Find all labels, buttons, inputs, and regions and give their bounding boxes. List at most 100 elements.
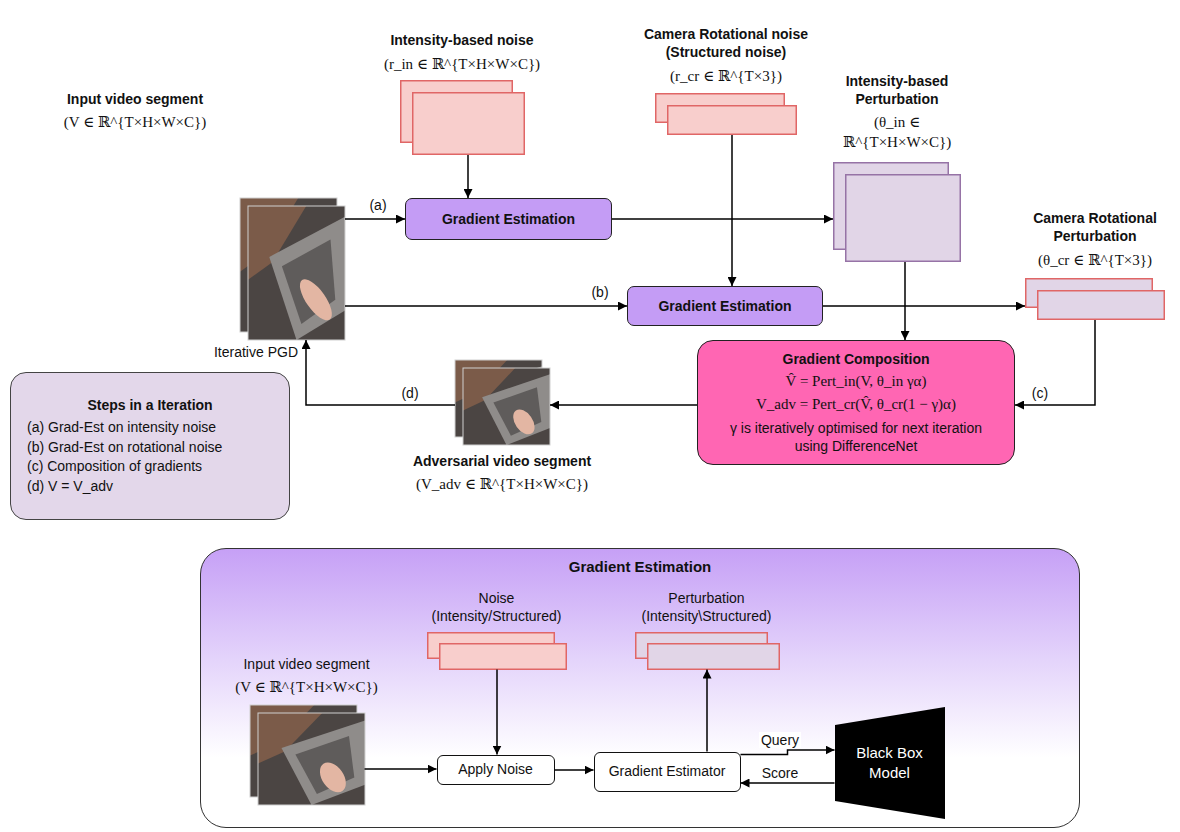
video-segment: Adversarial video segment(V_adv ∈ ℝ^{T×H… — [455, 360, 550, 445]
connector-arrow — [904, 262, 906, 340]
video-frames-picture — [455, 360, 550, 445]
sink-region — [281, 720, 365, 805]
heading-text: Camera Rotational noise (Structured nois… — [631, 25, 821, 61]
frame-background — [248, 206, 345, 340]
connector-arrow — [612, 218, 833, 220]
formula-text: (V ∈ ℝ^{T×H×W×C}) — [207, 678, 407, 698]
step-item: (a) Grad-Est on intensity noise — [27, 418, 273, 438]
formula-text: V̂ = Pert_in(V, θ_in γα) — [786, 372, 927, 392]
connector-arrow — [496, 670, 498, 755]
process-box: Gradient Estimator — [594, 752, 741, 792]
connector-arrow — [365, 768, 437, 770]
stack-sheet — [439, 643, 566, 669]
heading-text: Intensity-based Perturbation — [822, 72, 972, 108]
video-frames-picture — [250, 705, 365, 805]
frame-edge — [248, 206, 345, 340]
frame-edge — [258, 713, 365, 805]
perturbation-stack: Intensity-based Perturbation(θ_in ∈ ℝ^{T… — [833, 162, 961, 262]
caption-block: Perturbation (Intensity\Structured) — [622, 589, 792, 625]
hand — [314, 757, 351, 796]
composition-box: Gradient Composition V̂ = Pert_in(V, θ_in… — [697, 340, 1015, 465]
label-text: Apply Noise — [458, 760, 533, 778]
connector-arrow — [823, 305, 1025, 307]
loop-label: Iterative PGD — [214, 344, 298, 360]
caption-block: Input video segment (V ∈ ℝ^{T×H×W×C}) — [207, 655, 407, 698]
stack-shape — [655, 93, 797, 135]
formula-text: (V_adv ∈ ℝ^{T×H×W×C}) — [392, 475, 612, 495]
label-text: Gradient Estimator — [609, 762, 726, 780]
caption-block: Input video segment (V ∈ ℝ^{T×H×W×C}) — [30, 90, 240, 133]
perturbation-stack: Perturbation (Intensity\Structured) — [635, 632, 780, 670]
connector-arrow — [1015, 320, 1095, 405]
step-item: (d) V = V_adv — [27, 477, 273, 497]
connector-arrow — [345, 218, 405, 220]
edge-label: (b) — [589, 284, 610, 300]
noise-stack: Noise (Intensity/Structured) — [427, 632, 567, 670]
edge-label: (a) — [367, 197, 388, 213]
video-segment: Input video segment(V ∈ ℝ^{T×H×W×C}) — [250, 705, 365, 805]
sink-region — [482, 374, 550, 445]
detail-panel: Gradient EstimationInput video segment (V… — [200, 548, 1080, 828]
stack-sheet — [668, 106, 797, 135]
stack-sheet — [647, 643, 779, 669]
frame-background — [463, 368, 550, 445]
label-text: Perturbation (Intensity\Structured) — [622, 589, 792, 625]
connector-arrow — [741, 750, 835, 755]
heading-text: Gradient Estimation — [658, 297, 791, 315]
edge-label: (c) — [1030, 385, 1050, 401]
heading-text: Steps in a Iteration — [27, 396, 273, 414]
steps-box: Steps in a Iteration (a) Grad-Est on inte… — [10, 372, 290, 520]
video-segment: Input video segment(V ∈ ℝ^{T×H×W×C}) — [240, 198, 345, 340]
noise-stack: Camera Rotational noise (Structured nois… — [655, 93, 797, 135]
edge-label: (d) — [399, 385, 420, 401]
video-frame — [463, 368, 550, 445]
connector-arrow — [550, 404, 697, 406]
step-item: (b) Grad-Est on rotational noise — [27, 438, 273, 458]
frame-edge — [463, 368, 550, 445]
formula-text: (r_cr ∈ ℝ^{T×3}) — [631, 67, 821, 87]
process-box: Gradient Estimation — [627, 286, 823, 326]
stack-sheet — [846, 175, 961, 262]
connector-arrow — [706, 670, 708, 752]
heading-text: Gradient Composition — [783, 350, 930, 368]
process-box: Gradient Estimation — [405, 198, 612, 240]
connector-arrow — [345, 305, 627, 307]
label-text: Input video segment — [207, 655, 407, 673]
video-frames-picture — [240, 198, 345, 340]
video-frame — [258, 713, 365, 805]
heading-text: Adversarial video segment — [392, 452, 612, 470]
formula-text: (θ_in ∈ ℝ^{T×H×W×C}) — [822, 113, 972, 152]
stack-sheet — [413, 93, 525, 155]
formula-text: (r_in ∈ ℝ^{T×H×W×C}) — [362, 55, 562, 75]
caption-block: Noise (Intensity/Structured) — [417, 589, 577, 625]
hand — [509, 406, 539, 439]
formula-text: (V ∈ ℝ^{T×H×W×C}) — [30, 113, 240, 133]
process-box: Apply Noise — [437, 755, 555, 785]
connector-arrow — [731, 135, 733, 286]
caption-block: Intensity-based Perturbation (θ_in ∈ ℝ^{T… — [822, 72, 972, 152]
caption-block: Camera Rotational noise (Structured nois… — [631, 25, 821, 86]
heading-text: Gradient Estimation — [442, 210, 575, 228]
connector-arrow — [555, 769, 594, 771]
label-text: Noise (Intensity/Structured) — [417, 589, 577, 625]
caption-block: Intensity-based noise (r_in ∈ ℝ^{T×H×W×C}… — [362, 31, 562, 74]
connector-arrow — [467, 155, 469, 198]
heading-text: Intensity-based noise — [362, 31, 562, 49]
hand — [294, 274, 338, 325]
stack-shape — [400, 80, 525, 155]
caption-block: Camera Rotational Perturbation(θ_cr ∈ ℝ^… — [1020, 209, 1170, 270]
perturbation-stack: Camera Rotational Perturbation(θ_cr ∈ ℝ^… — [1025, 278, 1165, 320]
heading-text: Gradient Estimation — [201, 557, 1079, 577]
step-item: (c) Composition of gradients — [27, 457, 273, 477]
heading-text: Input video segment — [30, 90, 240, 108]
formula-text: (θ_cr ∈ ℝ^{T×3}) — [1020, 251, 1170, 271]
stack-shape — [833, 162, 961, 262]
noise-stack: Intensity-based noise(r_in ∈ ℝ^{T×H×W×C}… — [400, 80, 525, 155]
sink-region — [269, 217, 345, 340]
video-frame — [248, 206, 345, 340]
connector-arrow — [741, 782, 835, 784]
label-text: Black Box Model — [845, 743, 935, 782]
formula-text: V_adv = Pert_cr(V̂, θ_cr(1 − γ)α) — [756, 395, 956, 415]
caption-block: Adversarial video segment (V_adv ∈ ℝ^{T×H… — [392, 452, 612, 495]
